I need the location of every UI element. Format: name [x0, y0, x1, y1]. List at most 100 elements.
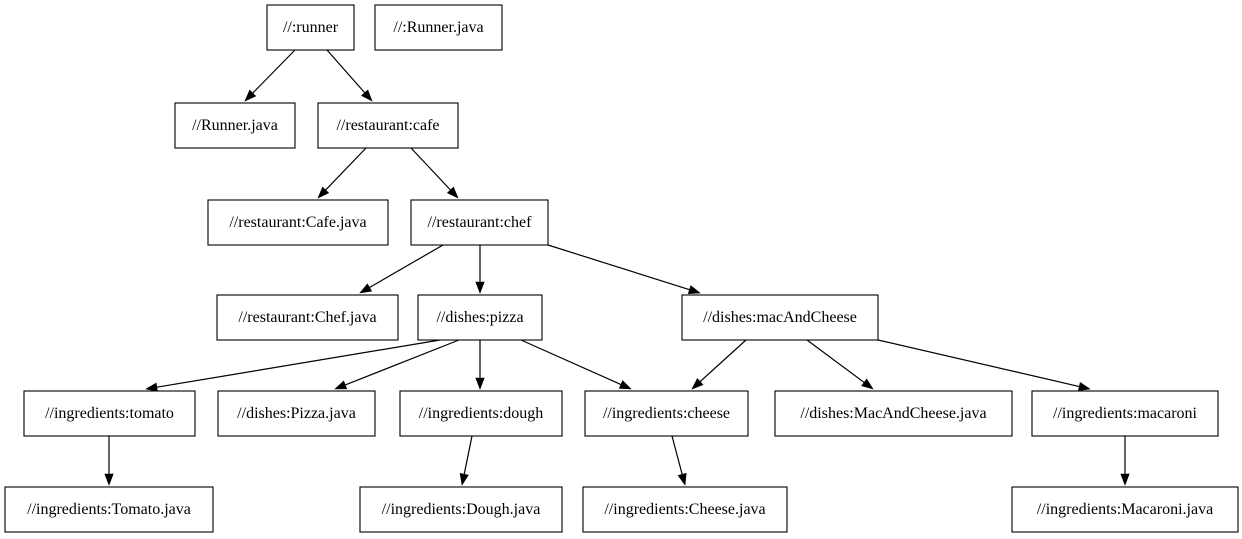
arrowhead-icon — [861, 378, 874, 390]
node-label: //ingredients:cheese — [603, 405, 730, 422]
arrowhead-icon — [244, 89, 257, 102]
edge-macaroni-to-macaroni_java — [1120, 436, 1130, 486]
graph-node-mac_java[interactable]: //dishes:MacAndCheese.java — [774, 390, 1013, 437]
graph-node-chef[interactable]: //restaurant:chef — [410, 199, 549, 246]
node-label: //dishes:Pizza.java — [237, 405, 356, 422]
edge-line — [520, 339, 622, 386]
node-box[interactable] — [217, 390, 376, 437]
node-box[interactable] — [417, 294, 543, 341]
graph-node-runner_java[interactable]: //Runner.java — [174, 102, 296, 149]
edge-line — [369, 244, 444, 289]
node-label: //:runner — [283, 19, 339, 36]
edge-pizza-to-tomato — [145, 339, 441, 392]
edge-tomato-to-tomato_java — [104, 436, 114, 486]
graph-node-macaroni_java[interactable]: //ingredients:Macaroni.java — [1011, 486, 1239, 533]
edge-dough-to-dough_java — [459, 435, 473, 486]
node-label: //dishes:MacAndCheese.java — [800, 405, 986, 422]
graph-node-mac_and_cheese[interactable]: //dishes:macAndCheese — [681, 294, 879, 341]
node-box[interactable] — [207, 199, 389, 246]
arrowhead-icon — [1077, 381, 1091, 391]
node-box[interactable] — [1031, 390, 1219, 437]
graph-node-pizza[interactable]: //dishes:pizza — [417, 294, 543, 341]
node-box[interactable] — [4, 486, 214, 533]
graph-node-chef_java[interactable]: //restaurant:Chef.java — [216, 294, 399, 341]
node-box[interactable] — [374, 4, 503, 51]
edge-mac_and_cheese-to-macaroni — [877, 339, 1091, 391]
graph-node-pizza_java[interactable]: //dishes:Pizza.java — [217, 390, 376, 437]
node-label: //restaurant:chef — [428, 214, 533, 231]
node-label: //ingredients:Tomato.java — [27, 501, 191, 518]
edge-line — [156, 339, 441, 388]
node-label: //restaurant:Cafe.java — [229, 214, 366, 231]
edge-line — [410, 147, 451, 191]
node-label: //ingredients:tomato — [45, 405, 174, 422]
edge-chef-to-mac_and_cheese — [547, 244, 701, 295]
edge-line — [325, 147, 367, 191]
arrowhead-icon — [104, 473, 114, 486]
edge-pizza-to-dough — [475, 340, 485, 390]
arrowhead-icon — [687, 285, 701, 295]
graph-node-cafe[interactable]: //restaurant:cafe — [317, 102, 459, 149]
node-label: //:Runner.java — [393, 19, 483, 36]
edge-cheese-to-cheese_java — [671, 435, 687, 486]
edge-line — [326, 49, 366, 94]
edge-mac_and_cheese-to-cheese — [691, 339, 747, 390]
graph-node-macaroni[interactable]: //ingredients:macaroni — [1031, 390, 1219, 437]
node-box[interactable] — [266, 4, 355, 51]
node-box[interactable] — [174, 102, 296, 149]
arrowhead-icon — [1120, 473, 1130, 486]
graph-node-cheese_java[interactable]: //ingredients:Cheese.java — [582, 486, 788, 533]
node-box[interactable] — [216, 294, 399, 341]
node-box[interactable] — [23, 390, 196, 437]
node-label: //restaurant:cafe — [336, 117, 439, 134]
node-label: //dishes:pizza — [436, 309, 523, 326]
arrowhead-icon — [317, 186, 330, 199]
graph-node-tomato[interactable]: //ingredients:tomato — [23, 390, 196, 437]
edge-runner-to-runner_java — [244, 49, 296, 102]
arrowhead-icon — [446, 186, 459, 199]
node-box[interactable] — [584, 390, 749, 437]
edge-chef-to-pizza — [475, 245, 485, 294]
node-label: //restaurant:Chef.java — [238, 309, 376, 326]
node-box[interactable] — [410, 199, 549, 246]
edge-cafe-to-cafe_java — [317, 147, 367, 199]
nodes-layer: //:runner //:Runner.java //Runner.java //re… — [4, 4, 1239, 533]
arrowhead-icon — [691, 377, 704, 390]
graph-node-root_runner_java[interactable]: //:Runner.java — [374, 4, 503, 51]
node-box[interactable] — [681, 294, 879, 341]
edge-line — [806, 339, 865, 383]
edge-chef-to-chef_java — [359, 244, 444, 294]
graph-node-cheese[interactable]: //ingredients:cheese — [584, 390, 749, 437]
edge-line — [463, 435, 473, 475]
node-label: //ingredients:Dough.java — [382, 501, 541, 518]
node-box[interactable] — [1011, 486, 1239, 533]
arrowhead-icon — [145, 382, 158, 392]
arrowhead-icon — [334, 380, 348, 390]
node-label: //Runner.java — [192, 117, 278, 134]
node-box[interactable] — [317, 102, 459, 149]
arrowhead-icon — [359, 283, 373, 294]
graph-node-runner[interactable]: //:runner — [266, 4, 355, 51]
arrowhead-icon — [459, 473, 469, 486]
node-box[interactable] — [774, 390, 1013, 437]
edge-line — [547, 244, 690, 291]
node-box[interactable] — [399, 390, 563, 437]
arrowhead-icon — [361, 89, 373, 102]
node-label: //ingredients:macaroni — [1053, 405, 1198, 422]
edge-pizza-to-pizza_java — [334, 339, 460, 390]
arrowhead-icon — [475, 377, 485, 390]
graph-node-dough_java[interactable]: //ingredients:Dough.java — [359, 486, 563, 533]
node-label: //ingredients:Cheese.java — [604, 501, 765, 518]
node-label: //ingredients:Macaroni.java — [1037, 501, 1213, 518]
graph-node-tomato_java[interactable]: //ingredients:Tomato.java — [4, 486, 214, 533]
edge-line — [671, 435, 683, 475]
arrowhead-icon — [677, 472, 687, 486]
node-label: //dishes:macAndCheese — [703, 309, 857, 326]
node-box[interactable] — [359, 486, 563, 533]
graph-node-dough[interactable]: //ingredients:dough — [399, 390, 563, 437]
edge-mac_and_cheese-to-mac_java — [806, 339, 874, 390]
graph-node-cafe_java[interactable]: //restaurant:Cafe.java — [207, 199, 389, 246]
node-box[interactable] — [582, 486, 788, 533]
